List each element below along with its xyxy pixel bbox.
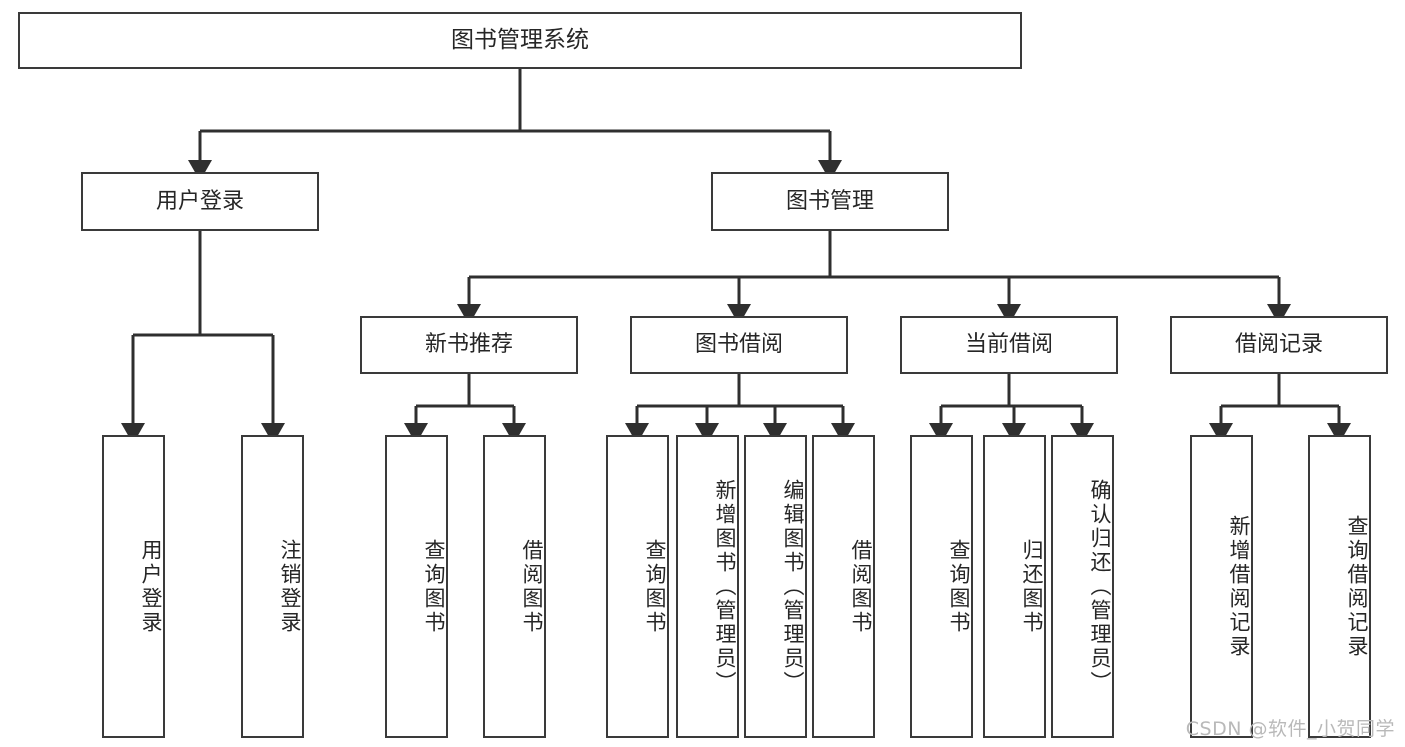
leaf-query-books-recommend[interactable]: 查询图书 — [385, 435, 448, 738]
node-label: 用户登录 — [155, 188, 244, 214]
leaf-user-login[interactable]: 用户登录 — [102, 435, 165, 738]
node-label: 注销登录 — [278, 538, 302, 635]
node-label: 借阅图书 — [520, 538, 544, 635]
leaf-borrow-books[interactable]: 借阅图书 — [812, 435, 875, 738]
node-borrow-record[interactable]: 借阅记录 — [1170, 316, 1388, 374]
node-label: 查询图书 — [422, 538, 446, 635]
node-label: 新增借阅记录 — [1227, 514, 1251, 659]
leaf-confirm-return-admin[interactable]: 确认归还（管理员） — [1051, 435, 1114, 738]
leaf-add-borrow-record[interactable]: 新增借阅记录 — [1190, 435, 1253, 738]
node-label: 查询借阅记录 — [1345, 514, 1369, 659]
node-label: 新增图书（管理员） — [713, 478, 737, 695]
watermark: CSDN @软件_小贺同学 — [1185, 718, 1395, 740]
node-user-login-group[interactable]: 用户登录 — [81, 172, 319, 231]
node-label: 确认归还（管理员） — [1088, 478, 1112, 695]
node-label: 新书推荐 — [424, 332, 513, 358]
node-label: 归还图书 — [1020, 538, 1044, 635]
leaf-add-book-admin[interactable]: 新增图书（管理员） — [676, 435, 739, 738]
leaf-query-borrow-record[interactable]: 查询借阅记录 — [1308, 435, 1371, 738]
node-label: 编辑图书（管理员） — [781, 478, 805, 695]
node-book-management-group[interactable]: 图书管理 — [711, 172, 949, 231]
node-root-system[interactable]: 图书管理系统 — [18, 12, 1022, 69]
node-label: 查询图书 — [947, 538, 971, 635]
leaf-user-logout[interactable]: 注销登录 — [241, 435, 304, 738]
leaf-query-books-current[interactable]: 查询图书 — [910, 435, 973, 738]
node-label: 当前借阅 — [964, 332, 1053, 358]
node-new-book-recommend[interactable]: 新书推荐 — [360, 316, 578, 374]
leaf-edit-book-admin[interactable]: 编辑图书（管理员） — [744, 435, 807, 738]
leaf-query-books-borrow[interactable]: 查询图书 — [606, 435, 669, 738]
node-label: 图书借阅 — [694, 332, 783, 358]
node-label: 图书管理 — [785, 188, 874, 214]
leaf-return-books[interactable]: 归还图书 — [983, 435, 1046, 738]
node-label: 查询图书 — [643, 538, 667, 635]
node-label: 图书管理系统 — [451, 27, 589, 54]
node-label: 借阅图书 — [849, 538, 873, 635]
node-current-borrow[interactable]: 当前借阅 — [900, 316, 1118, 374]
node-label: 用户登录 — [139, 538, 163, 635]
node-book-borrow[interactable]: 图书借阅 — [630, 316, 848, 374]
node-label: 借阅记录 — [1234, 332, 1323, 358]
leaf-borrow-books-recommend[interactable]: 借阅图书 — [483, 435, 546, 738]
